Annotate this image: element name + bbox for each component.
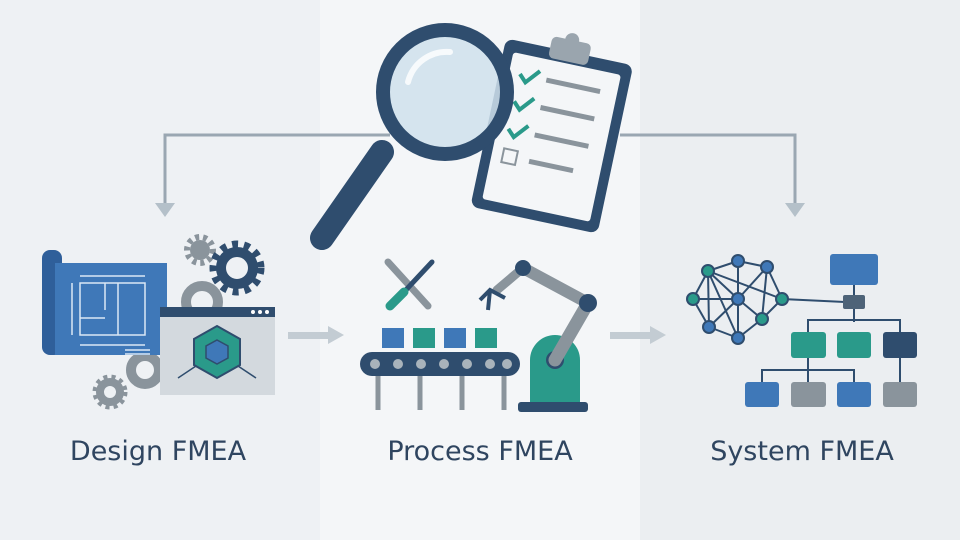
flow-arrow-icon [288,326,344,344]
system-fmea-label: System FMEA [710,436,894,467]
wrench-screwdriver-icon [384,258,435,311]
gear-icon [209,240,265,296]
design-illustration [42,234,275,410]
network-icon [686,254,846,345]
flow-arrow-icon [610,326,666,344]
gear-icon [126,351,164,389]
arrow-down-icon [785,203,805,217]
conveyor-belt [360,328,520,410]
hierarchy-tree-icon [745,254,917,407]
robot-arm-icon [478,260,597,412]
gear-icon [184,234,216,266]
process-fmea-label: Process FMEA [387,436,573,467]
process-illustration [360,258,597,412]
blueprint-icon [42,250,167,355]
magnifier-icon [310,23,514,250]
arrow-down-icon [155,203,175,217]
gear-icon [92,374,128,410]
system-illustration [686,254,917,407]
panel-system [640,0,960,540]
cad-window-icon [160,307,275,395]
design-fmea-label: Design FMEA [69,436,247,467]
branch-arrows [163,133,797,205]
